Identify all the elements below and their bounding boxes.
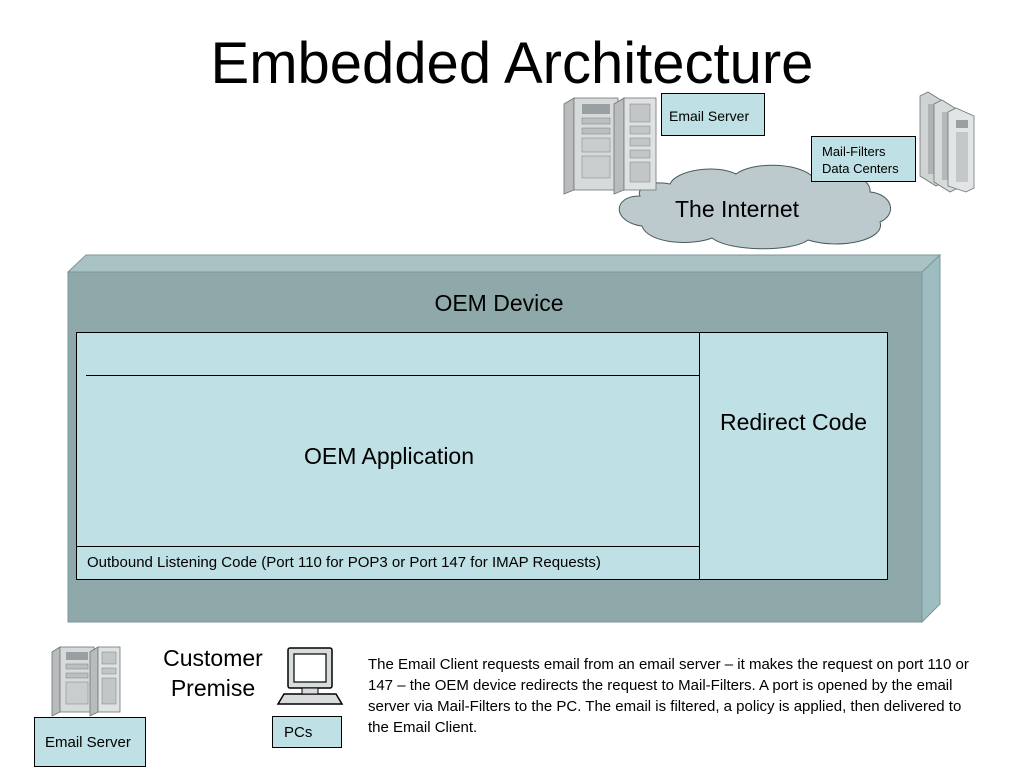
cloud-icon: [618, 164, 892, 250]
pc-icon: [276, 647, 344, 705]
server-rack-icon: [563, 97, 657, 195]
customer-premise-line-2: Premise: [170, 675, 256, 701]
outbound-listening-code-label: Outbound Listening Code (Port 110 for PO…: [76, 546, 700, 580]
oem-device-title: OEM Device: [434, 290, 564, 316]
redirect-code-label: Redirect Code: [719, 409, 868, 435]
oem-application-panel: OEM Application Outbound Listening Code …: [76, 332, 700, 580]
customer-premise-label: Customer Premise: [150, 643, 276, 703]
mailfilters-label: Mail-Filters Data Centers: [811, 136, 916, 182]
server-rack-icon: [51, 646, 121, 717]
customer-premise-line-1: Customer: [163, 645, 263, 671]
internet-cloud-label: The Internet: [674, 196, 800, 222]
description-text: The Email Client requests email from an …: [368, 656, 969, 736]
oem-application-label: OEM Application: [303, 443, 475, 469]
redirect-code-panel: Redirect Code: [699, 332, 888, 580]
pcs-label: PCs: [272, 716, 342, 748]
divider: [86, 375, 699, 376]
mailfilters-line-2: Data Centers: [822, 161, 899, 176]
customer-email-server-label: Email Server: [34, 717, 146, 767]
server-tower-icon: [919, 91, 975, 193]
mailfilters-line-1: Mail-Filters: [822, 144, 886, 159]
slide-title: Embedded Architecture: [210, 31, 814, 96]
email-server-label: Email Server: [661, 93, 765, 136]
